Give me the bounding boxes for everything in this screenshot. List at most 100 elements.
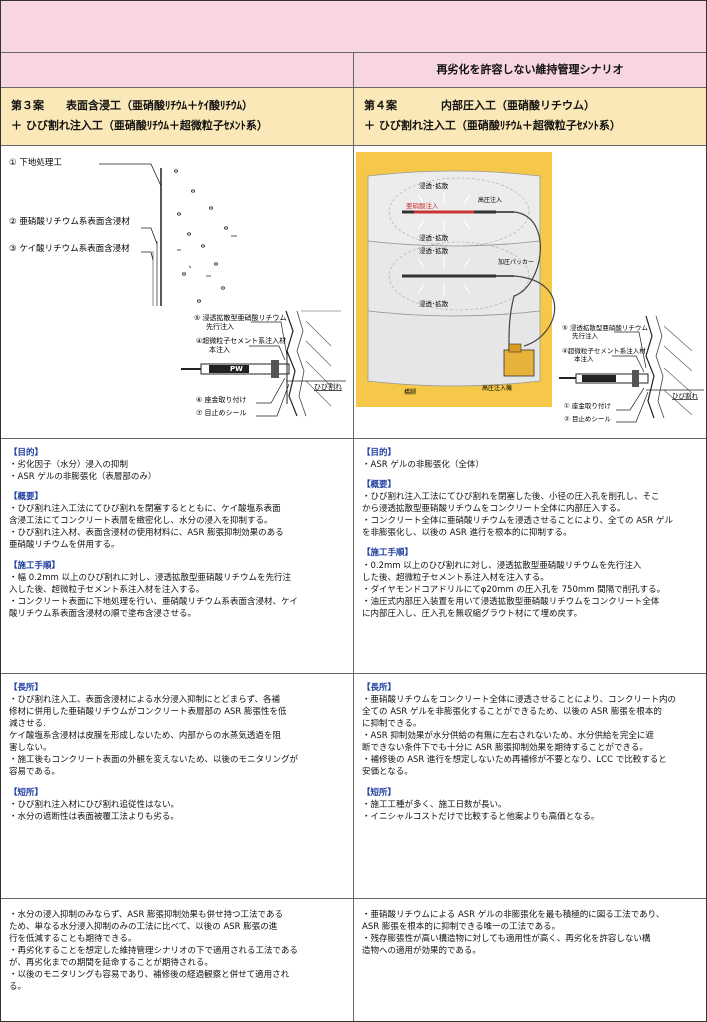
surface-impregnation-diagram: ① 下地処理工 ② 亜硝酸リチウム系表面含浸材 ③ ケイ酸リチウム系表面含浸材 xyxy=(9,157,346,417)
overview-line: 亜硝酸リチウムを併用する。 xyxy=(9,540,120,551)
label-washer-right: ① 座金取り付け xyxy=(564,401,611,410)
evaluation-line: ・残存膨張性が高い構造物に対しても適用性が高く、再劣化を許容しない構 xyxy=(362,934,651,945)
demerit-line: ・ひび割れ注入材にひび割れ追従性はない。 xyxy=(9,799,180,810)
label-seal: ⑦ 目止めシール xyxy=(196,408,247,417)
overview-heading: 【概要】 xyxy=(9,492,44,503)
label-nitrite-inject: 亜硝酸注入 xyxy=(406,201,439,210)
evaluation-line: ASR 膨張を根本的に抑制できる唯一の工法である。 xyxy=(362,922,561,933)
label-packer: 加圧パッカー xyxy=(498,258,534,266)
plan-4-merits: 【長所】 ・亜硝酸リチウムをコンクリート全体に浸透させることにより、コンクリート… xyxy=(354,674,706,899)
plan-4-diagram: 浸透･拡散 亜硝酸注入 高圧注入 浸透･拡散 浸透･拡散 加圧パッカー 浸透･拡… xyxy=(354,146,706,439)
overview-line: ・ひび割れ注入材、表面含浸材の使用材料に、ASR 膨張抑制効果のある xyxy=(9,528,284,539)
label-diffusion-2: 浸透･拡散 xyxy=(419,233,449,242)
label-silicate-impregnant: ③ ケイ酸リチウム系表面含浸材 xyxy=(9,243,130,254)
purpose-line: ・ASR ゲルの非膨張化（全体） xyxy=(362,460,484,471)
evaluation-line: ・水分の浸入抑制のみならず、ASR 膨張抑制効果も併せ持つ工法である xyxy=(9,910,283,920)
merit-line: 害しない。 xyxy=(9,743,52,754)
procedure-line: 入した後、超微粒子セメント系注入材を注入する。 xyxy=(9,584,205,595)
pier-upper xyxy=(367,170,541,247)
procedure-heading: 【施工手順】 xyxy=(362,548,414,559)
overview-line: ・ひび割れ注入工法にてひび割れを閉塞するとともに、ケイ酸塩系表面 xyxy=(9,504,281,515)
plan-4-evaluation: ・亜硝酸リチウムによる ASR ゲルの非膨張化を最も積極的に図る工法であり、 A… xyxy=(354,899,706,1021)
label-main-inject: ④超微粒子セメント系注入材 xyxy=(196,336,286,345)
merit-line: ・施工後もコンクリート表面の外観を変えないため、以後のモニタリングが xyxy=(9,755,299,766)
label-pier: 橋脚 xyxy=(404,388,416,396)
plan-4-line-2: ＋ ひび割れ注入工（亜硝酸ﾘﾁｳﾑ＋超微粒子ｾﾒﾝﾄ系） xyxy=(364,118,621,132)
procedure-line: に内部圧入し、圧入孔を無収縮グラウト材にて埋め戻す。 xyxy=(362,608,583,619)
label-preinject-sub: 先行注入 xyxy=(206,322,234,331)
plan-3-title: 第３案 表面含浸工（亜硝酸ﾘﾁｳﾑ＋ｹｲ酸ﾘﾁｳﾑ） ＋ ひび割れ注入工（亜硝酸… xyxy=(1,88,354,146)
demerit-heading: 【短所】 xyxy=(362,787,397,798)
merit-line: ・ひび割れ注入工、表面含浸材による水分浸入抑制にとどまらず、各補 xyxy=(9,695,280,706)
merit-line: ・亜硝酸リチウムをコンクリート全体に浸透させることにより、コンクリート内の xyxy=(362,695,676,706)
label-preinject-right: ⑤ 浸透拡散型亜硝酸リチウム xyxy=(562,323,648,332)
evaluation-line: が、再劣化までの期間を延命することが期待される。 xyxy=(9,958,213,969)
demerit-heading: 【短所】 xyxy=(9,787,44,798)
crack-injection-detail-right xyxy=(559,315,704,419)
merit-line: ・ASR 抑制効果が水分供給の有無に左右されないため、水分供給を完全に遮 xyxy=(362,731,654,742)
merit-line: に抑制できる。 xyxy=(362,719,422,730)
label-diffusion-3: 浸透･拡散 xyxy=(419,246,449,255)
overview-line: を非膨張化し、以後の ASR 進行を根本的に抑制する。 xyxy=(362,528,572,539)
procedure-heading: 【施工手順】 xyxy=(9,560,61,571)
merit-heading: 【長所】 xyxy=(362,683,397,693)
merit-line: 安価となる。 xyxy=(362,767,413,778)
label-seal-right: ② 目止めシール xyxy=(564,414,611,423)
scenario-cell-left xyxy=(1,53,354,88)
plan-4-title: 第４案 内部圧入工（亜硝酸リチウム） ＋ ひび割れ注入工（亜硝酸ﾘﾁｳﾑ＋超微粒… xyxy=(354,88,706,146)
label-machine: 高圧注入機 xyxy=(482,384,512,392)
evaluation-line: 行を低減することも期待できる。 xyxy=(9,934,137,945)
purpose-line: ・ASR ゲルの非膨張化（表層部のみ） xyxy=(9,472,157,483)
label-crack-right: ひび割れ xyxy=(672,391,699,400)
overview-line: ・ひび割れ注入工法にてひび割れを閉塞した後、小径の圧入孔を削孔し、そこ xyxy=(362,492,660,503)
procedure-line: ・ダイヤモンドコアドリルにてφ20mm の圧入孔を 750mm 間隔で削孔する。 xyxy=(362,584,666,595)
merit-line: 容易である。 xyxy=(9,767,60,778)
injection-machine xyxy=(503,349,535,377)
overview-heading: 【概要】 xyxy=(362,480,397,491)
label-nitrite-impregnant: ② 亜硝酸リチウム系表面含浸材 xyxy=(9,216,130,227)
overview-line: 含浸工法にてコンクリート表層を緻密化し、水分の浸入を抑制する。 xyxy=(9,516,273,527)
label-main-inject-sub-right: 本注入 xyxy=(574,354,594,363)
internal-injection-diagram: 浸透･拡散 亜硝酸注入 高圧注入 浸透･拡散 浸透･拡散 加圧パッカー 浸透･拡… xyxy=(356,152,704,423)
overview-line: から浸透拡散型亜硝酸リチウムをコンクリート全体に内部圧入する。 xyxy=(362,504,626,515)
demerit-line: ・水分の遮断性は表面被覆工法よりも劣る。 xyxy=(9,811,179,822)
plan-3-description: 【目的】 ・劣化因子（水分）浸入の抑制 ・ASR ゲルの非膨張化（表層部のみ） … xyxy=(1,439,354,674)
evaluation-line: ・以後のモニタリングも容易であり、補修後の経過観察と併せて適用され xyxy=(9,970,290,981)
plan-3-merits: 【長所】 ・ひび割れ注入工、表面含浸材による水分浸入抑制にとどまらず、各補 修材… xyxy=(1,674,354,899)
purpose-heading: 【目的】 xyxy=(9,448,44,458)
pier-lower xyxy=(367,310,541,387)
label-diffusion-1: 浸透･拡散 xyxy=(419,181,449,190)
merit-heading: 【長所】 xyxy=(9,683,44,693)
procedure-line: ・幅 0.2mm 以上のひび割れに対し、浸透拡散型亜硝酸リチウムを先行注 xyxy=(9,572,291,583)
label-diffusion-4: 浸透･拡散 xyxy=(419,299,449,308)
label-high-pressure: 高圧注入 xyxy=(478,196,502,204)
plan-3-diagram: ① 下地処理工 ② 亜硝酸リチウム系表面含浸材 ③ ケイ酸リチウム系表面含浸材 xyxy=(1,146,354,439)
label-preinject: ⑤ 浸透拡散型亜硝酸リチウム xyxy=(194,313,287,322)
procedure-line: ・コンクリート表面に下地処理を行い、亜硝酸リチウム系表面含浸材、ケイ xyxy=(9,596,298,607)
plan-3-line-1: 第３案 表面含浸工（亜硝酸ﾘﾁｳﾑ＋ｹｲ酸ﾘﾁｳﾑ） xyxy=(11,99,253,112)
evaluation-line: 造物への適用が効果的である。 xyxy=(362,946,481,957)
diffusion-arrows xyxy=(417,192,471,296)
procedure-line: ・油圧式内部圧入装置を用いて浸透拡散型亜硝酸リチウムをコンクリート全体 xyxy=(362,596,660,607)
demerit-line: ・イニシャルコストだけで比較すると他案よりも高価となる。 xyxy=(362,811,600,822)
plan-3-evaluation: ・水分の浸入抑制のみならず、ASR 膨張抑制効果も併せ持つ工法である ため、単な… xyxy=(1,899,354,1021)
merit-line: ケイ酸塩系含浸材は皮膜を形成しないため、内部からの水蒸気透過を阻 xyxy=(9,731,281,742)
merit-line: 全ての ASR ゲルを非膨張化することができるため、以後の ASR 膨張を根本的 xyxy=(362,707,662,718)
merit-line: ・補修後の ASR 進行を想定しないため再補修が不要となり、LCC で比較すると xyxy=(362,755,667,766)
procedure-line: した後、超微粒子セメント系注入材を注入する。 xyxy=(362,572,549,583)
label-washer: ⑥ 座金取り付け xyxy=(196,395,247,404)
label-base-prep: ① 下地処理工 xyxy=(9,157,62,168)
label-preinject-sub-right: 先行注入 xyxy=(572,331,599,340)
purpose-heading: 【目的】 xyxy=(362,448,397,458)
merit-line: 断できない条件下でも十分に ASR 膨張抑制効果を期待することができる。 xyxy=(362,743,648,754)
evaluation-line: る。 xyxy=(9,982,27,993)
procedure-line: 酸リチウム系表面含浸材の順で塗布含浸させる。 xyxy=(9,608,197,619)
procedure-line: ・0.2mm 以上のひび割れに対し、浸透拡散型亜硝酸リチウムを先行注入 xyxy=(362,560,642,571)
plan-3-line-2: ＋ ひび割れ注入工（亜硝酸ﾘﾁｳﾑ＋超微粒子ｾﾒﾝﾄ系） xyxy=(11,118,268,132)
scenario-title: 再劣化を許容しない維持管理シナリオ xyxy=(354,53,706,88)
demerit-line: ・施工工種が多く、施工日数が長い。 xyxy=(362,799,507,810)
label-main-inject-sub: 本注入 xyxy=(209,345,230,354)
top-header-band xyxy=(1,1,706,53)
injector-text: PW xyxy=(230,365,243,373)
